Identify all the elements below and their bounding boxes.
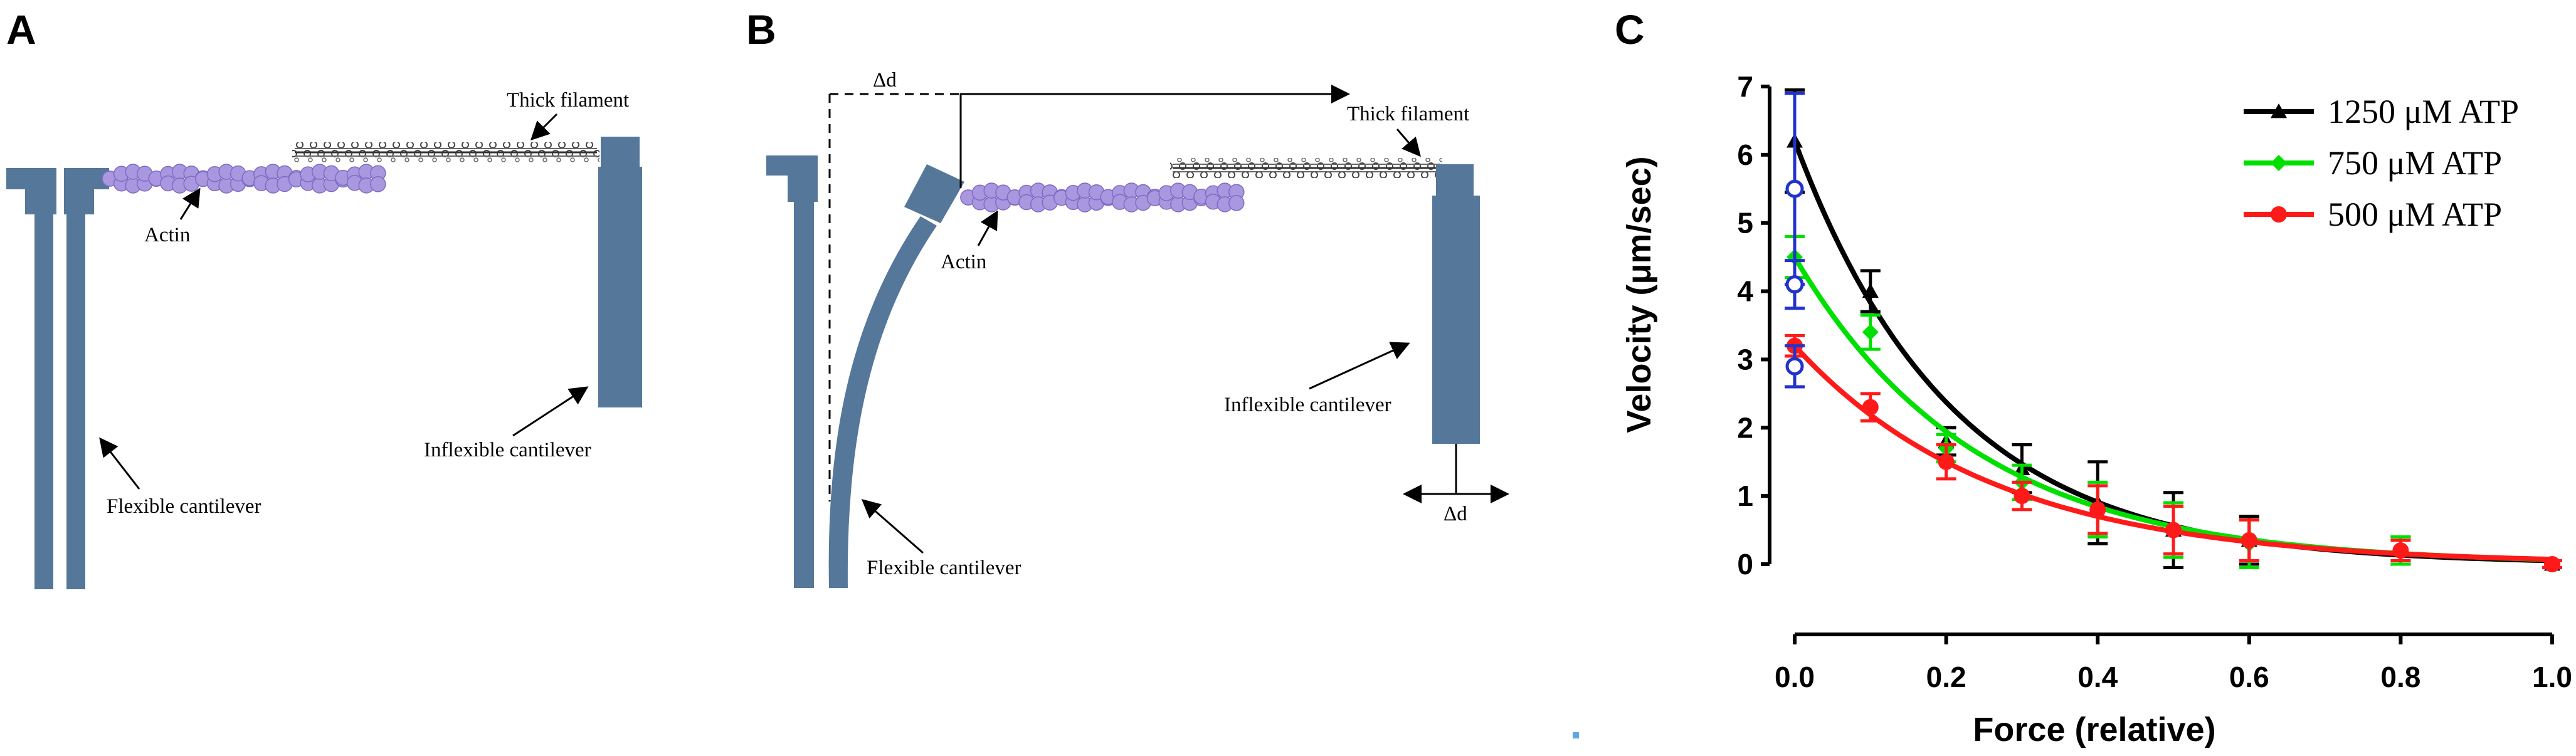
label-actin: Actin — [144, 224, 190, 246]
data-point — [2165, 522, 2182, 538]
legend-item: 500 μM ATP — [2244, 196, 2502, 233]
y-tick-label: 1 — [1737, 480, 1753, 512]
panel-b: B Δd Δd — [746, 6, 1509, 588]
data-point — [1862, 283, 1879, 298]
cantilever-cap — [601, 137, 640, 167]
panel-a-actin-filament — [102, 164, 386, 194]
label-flexible-cantilever: Flexible cantilever — [867, 557, 1021, 579]
data-point — [1785, 357, 1804, 375]
arrow-actin — [179, 187, 201, 220]
x-tick-label: 0.8 — [2380, 661, 2420, 693]
data-point — [2241, 532, 2257, 549]
actin-monomer — [1228, 195, 1245, 211]
legend-label: 750 μM ATP — [2328, 144, 2502, 182]
label-actin: Actin — [941, 251, 986, 273]
cantilever-bar — [66, 214, 85, 589]
cantilever-cap — [64, 168, 109, 189]
panel-a-letter: A — [6, 6, 36, 53]
legend-item: 1250 μM ATP — [2244, 93, 2519, 130]
label-thick-filament: Thick filament — [1347, 103, 1469, 125]
data-point — [2271, 155, 2287, 171]
x-axis-title: Force (relative) — [1973, 711, 2215, 748]
panel-b-letter: B — [746, 6, 776, 53]
cantilever-cap — [25, 189, 56, 214]
data-point — [1938, 453, 1955, 470]
arrow-actin — [977, 210, 998, 246]
legend-item: 750 μM ATP — [2244, 144, 2502, 182]
cantilever-bar — [794, 202, 814, 588]
data-point — [1862, 323, 1879, 340]
cantilever-cap — [64, 189, 94, 214]
panel-a-flexible-cantilever — [6, 168, 109, 589]
legend-label: 500 μM ATP — [2328, 196, 2502, 233]
data-point — [2392, 542, 2409, 559]
label-thick-filament: Thick filament — [507, 89, 629, 112]
x-tick-label: 0.4 — [2077, 661, 2118, 693]
cantilever-block — [598, 167, 642, 407]
data-point — [2271, 206, 2287, 223]
panel-b-actin-filament — [960, 182, 1245, 213]
arrow-flexible-cantilever — [861, 499, 924, 554]
arrow-displacement-top — [959, 85, 1350, 188]
x-tick-label: 0.0 — [1775, 661, 1815, 693]
data-point — [2544, 556, 2560, 572]
chart-axes: 0 1 2 3 4 5 6 7 0.0 0.2 0.4 0.6 0.8 1.0 — [1737, 70, 2572, 693]
arrow-inflexible-cantilever — [512, 386, 589, 437]
panel-b-thick-filament — [1170, 158, 1442, 178]
y-axis-title: Velocity (μm/sec) — [1620, 156, 1658, 433]
panel-b-left-cantilever — [766, 155, 818, 588]
y-tick-label: 2 — [1737, 411, 1753, 444]
y-tick-label: 5 — [1737, 207, 1753, 239]
panel-b-inflexible-cantilever — [1432, 164, 1480, 444]
stray-mark — [1573, 732, 1579, 738]
cantilever-bar — [34, 214, 53, 589]
data-point — [2014, 488, 2030, 505]
arrow-inflexible-cantilever — [1309, 342, 1410, 390]
label-delta-d-bottom: Δd — [1444, 503, 1467, 525]
panel-c-letter: C — [1615, 6, 1645, 53]
bent-cantilever-tip — [904, 164, 964, 223]
series-3 — [1785, 92, 1805, 389]
panel-a-thick-filament — [292, 142, 599, 162]
legend-label: 1250 μM ATP — [2328, 93, 2519, 130]
panel-c: C 0 1 2 3 4 5 6 7 0.0 0.2 0.4 0.6 0.8 1.0 1250 μM ATP… — [1615, 6, 2572, 748]
velocity-force-chart: 0 1 2 3 4 5 6 7 0.0 0.2 0.4 0.6 0.8 1.0 1250 μM ATP 75… — [1620, 70, 2572, 748]
label-inflexible-cantilever: Inflexible cantilever — [424, 439, 591, 461]
cantilever-block — [1432, 196, 1480, 444]
cantilever-cap — [788, 176, 818, 202]
x-tick-label: 0.2 — [1926, 661, 1966, 693]
label-delta-d-top: Δd — [873, 69, 897, 92]
data-point — [2271, 103, 2287, 118]
chart-legend: 1250 μM ATP 750 μM ATP 500 μM ATP — [2244, 93, 2519, 233]
panel-a: A Thick filament Actin Infl — [6, 6, 642, 589]
y-tick-label: 4 — [1737, 275, 1753, 308]
series-2 — [1785, 333, 2562, 572]
arrow-thick-filament — [530, 113, 558, 141]
panel-b-flexible-cantilever — [828, 164, 964, 588]
cantilever-cap — [6, 168, 56, 189]
chart-series — [1785, 88, 2562, 572]
label-flexible-cantilever: Flexible cantilever — [107, 495, 261, 518]
arrow-flexible-cantilever — [99, 437, 140, 490]
data-point — [2089, 501, 2106, 518]
y-tick-label: 7 — [1737, 70, 1753, 103]
label-inflexible-cantilever: Inflexible cantilever — [1224, 394, 1391, 416]
cantilever-cap — [766, 155, 818, 176]
data-point — [1785, 275, 1804, 294]
y-tick-label: 3 — [1737, 343, 1753, 375]
data-point — [1862, 399, 1879, 416]
arrow-thick-filament — [1396, 129, 1421, 157]
cantilever-cap — [1436, 164, 1474, 196]
y-tick-label: 0 — [1737, 548, 1753, 580]
x-tick-label: 1.0 — [2532, 661, 2572, 693]
bent-cantilever-bar — [828, 216, 937, 588]
panel-a-inflexible-cantilever — [598, 137, 642, 407]
y-tick-label: 6 — [1737, 139, 1753, 171]
x-tick-label: 0.6 — [2229, 661, 2269, 693]
data-point — [1785, 179, 1804, 198]
actin-monomer — [370, 176, 386, 192]
